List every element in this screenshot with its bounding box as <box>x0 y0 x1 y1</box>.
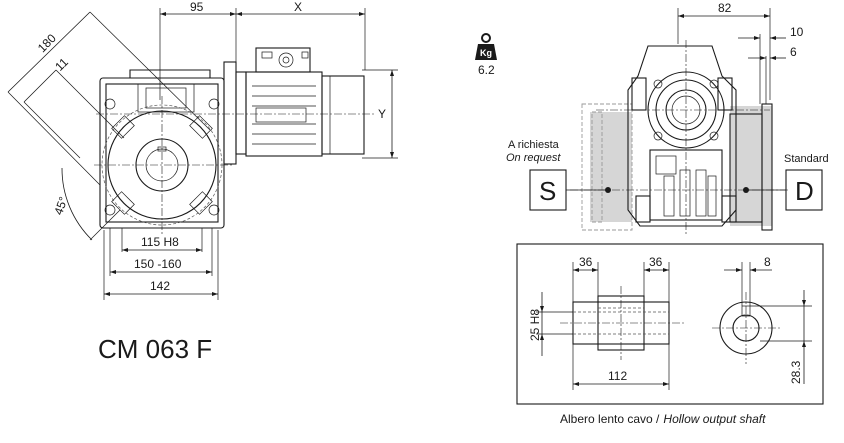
dim-6-label: 6 <box>790 45 797 59</box>
dim-180-label: 180 <box>35 31 59 55</box>
flange <box>223 61 247 165</box>
dim-95-label: 95 <box>190 0 204 14</box>
dim-82-label: 82 <box>718 1 732 15</box>
dim-x-label: X <box>294 0 302 14</box>
dim-36-right: 36 <box>649 255 663 269</box>
dim-180-group <box>7 11 211 186</box>
dim-45-label: 45° <box>51 195 70 217</box>
dim-bottom-group <box>103 228 219 300</box>
dim-y-label: Y <box>378 107 386 121</box>
front-view: 82 10 6 <box>506 1 829 234</box>
side-s-label: S <box>539 176 556 206</box>
dim-10-label: 10 <box>790 25 804 39</box>
dim-36-left: 36 <box>579 255 593 269</box>
side-d-label: D <box>795 176 814 206</box>
hollow-shaft-box: 36 36 25 H8 112 8 28 <box>516 243 824 405</box>
gearbox-body <box>94 69 375 236</box>
dim-y-group <box>362 69 398 159</box>
standard-label: Standard <box>784 153 829 165</box>
dim-112-label: 112 <box>608 369 627 383</box>
motor <box>245 47 365 157</box>
kg-icon-label: Kg <box>480 48 492 58</box>
weight-value: 6.2 <box>478 63 495 77</box>
dim-150-160-label: 150 -160 <box>134 257 182 271</box>
side-view: 180 11 95 X Y <box>7 0 398 300</box>
dim-95-x-group <box>159 8 366 100</box>
dim-8-label: 8 <box>764 255 771 269</box>
caption-it: Albero lento cavo / <box>560 412 660 426</box>
on-request-en: On request <box>506 152 561 164</box>
on-request-it: A richiesta <box>508 139 560 151</box>
dim-142-label: 142 <box>150 279 170 293</box>
model-title: CM 063 F <box>98 334 212 364</box>
dim-28-3-label: 28.3 <box>789 360 803 384</box>
shaft-caption: Albero lento cavo /Hollow output shaft <box>560 412 766 426</box>
dim-45-group <box>61 167 121 241</box>
kg-weight-icon <box>475 33 497 60</box>
dim-115-label: 115 H8 <box>141 235 179 249</box>
dim-25h8-label: 25 H8 <box>528 309 542 341</box>
caption-en: Hollow output shaft <box>663 412 766 426</box>
